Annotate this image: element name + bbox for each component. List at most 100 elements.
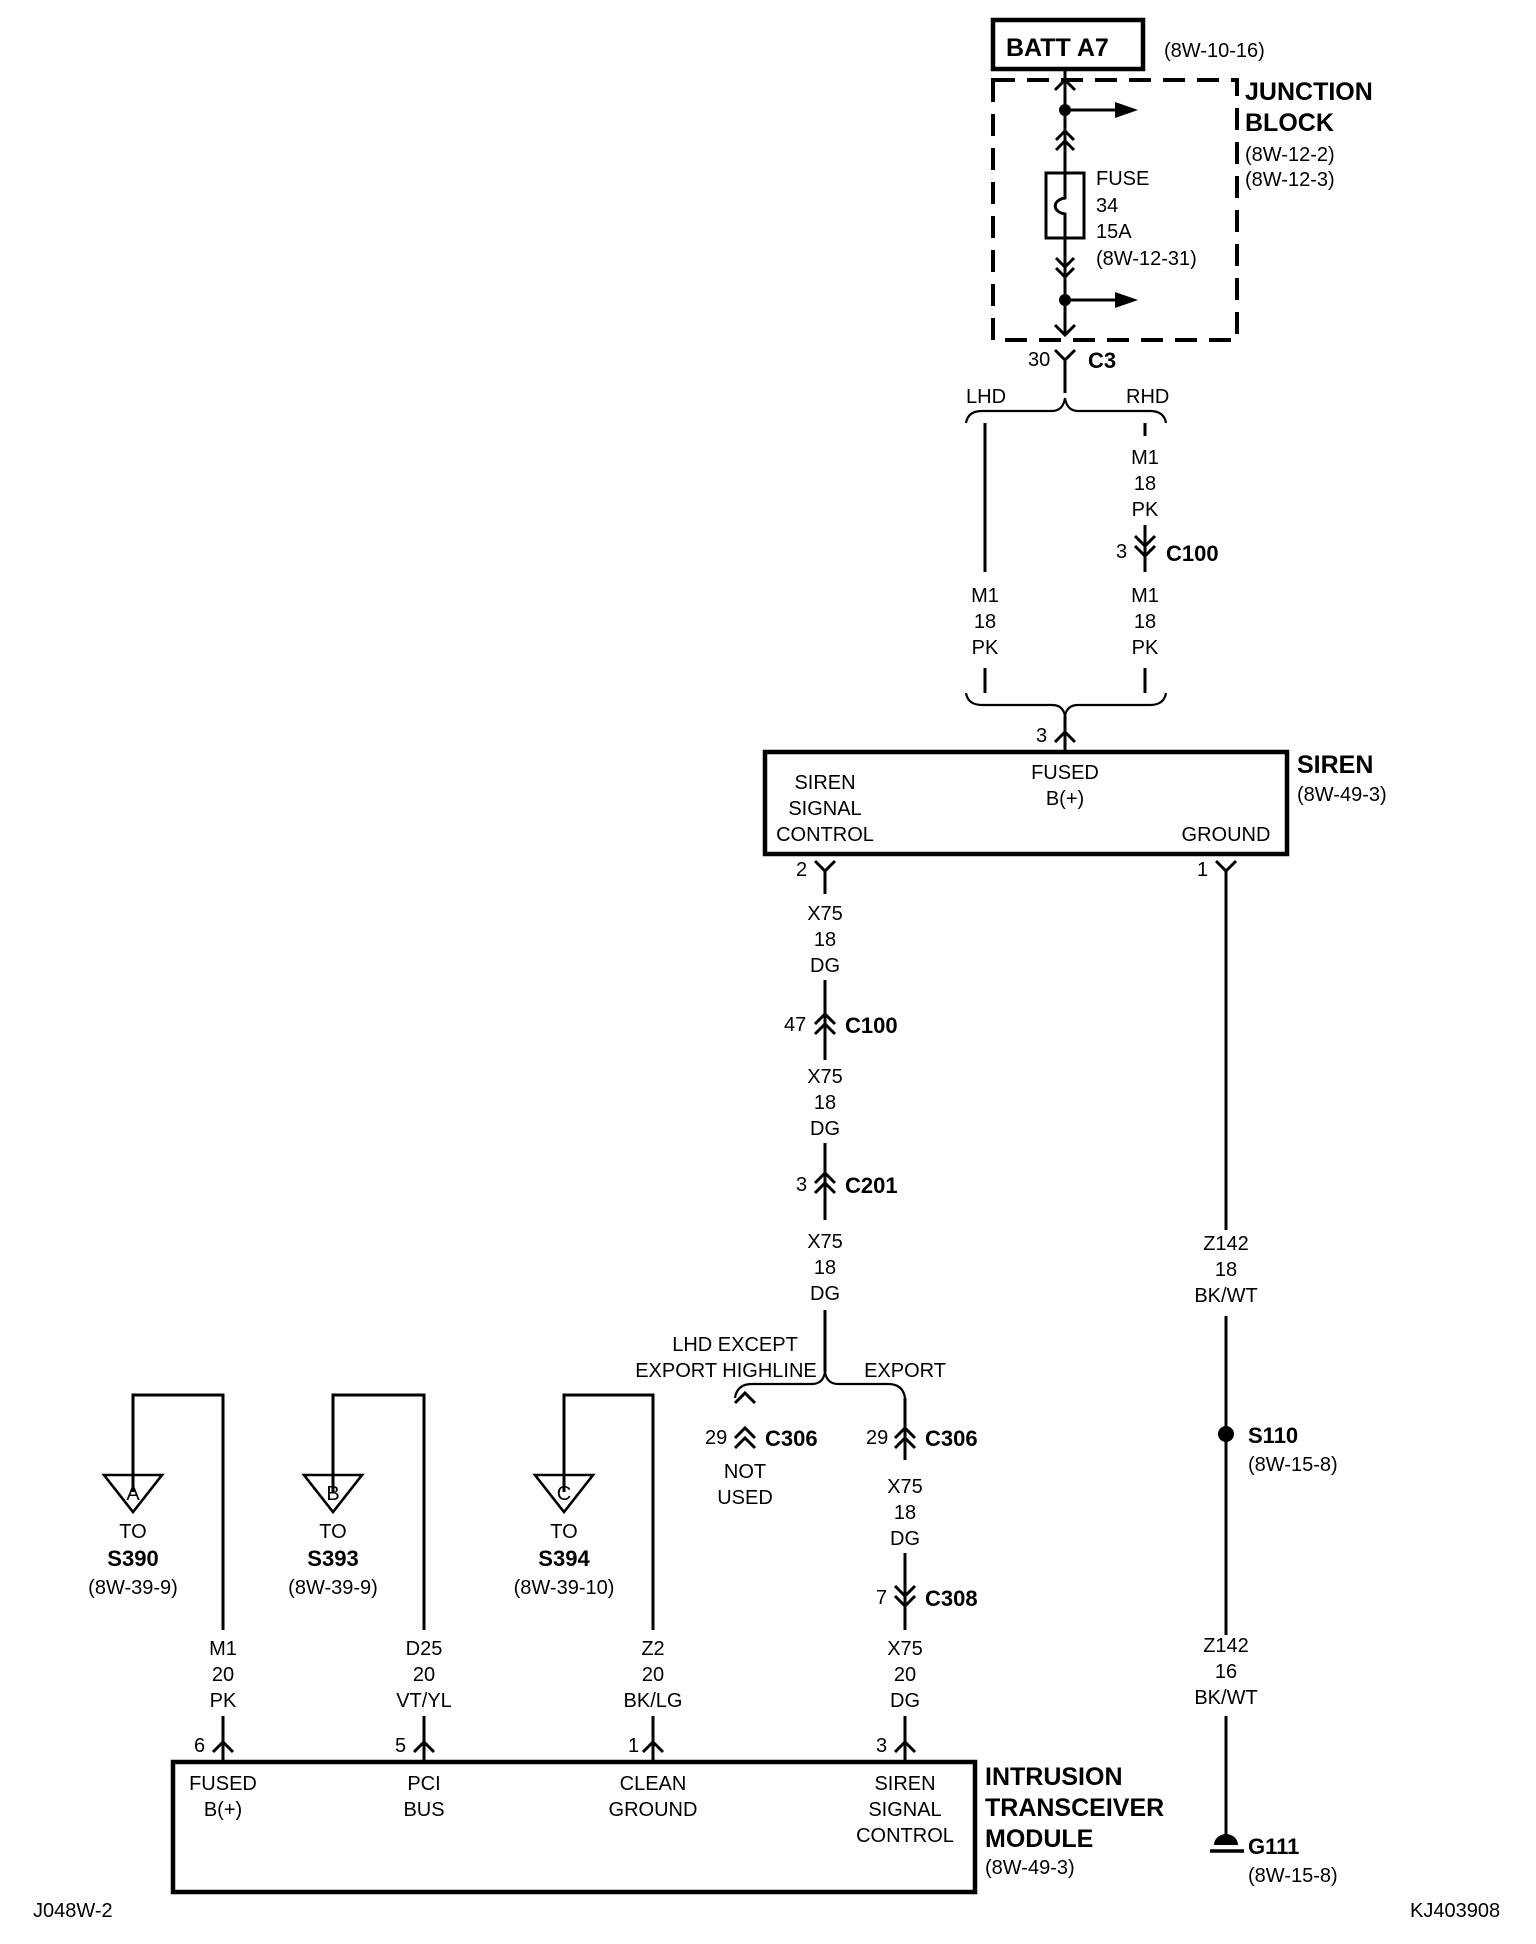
wire-label-circuit: X75	[887, 1638, 923, 1660]
wire-label-color: BK/WT	[1194, 1687, 1257, 1709]
siren-fused-label-2: B(+)	[1046, 788, 1084, 810]
ref-b-letter: B	[326, 1483, 339, 1505]
c308-label: C308	[925, 1586, 978, 1611]
wire-label-circuit: M1	[971, 585, 999, 607]
c100-x75-pin: 47	[784, 1014, 806, 1036]
wire-label-circuit: Z142	[1203, 1233, 1249, 1255]
c306-right-label: C306	[925, 1426, 978, 1451]
wire-label-circuit: X75	[887, 1476, 923, 1498]
junction-block-ref: (8W-12-2)	[1245, 144, 1335, 166]
arrow-right-icon	[1115, 292, 1138, 308]
ground-symbol-icon	[1214, 1834, 1238, 1845]
ref-a-letter: A	[126, 1483, 140, 1505]
itm-siren-label-3: CONTROL	[856, 1825, 954, 1847]
arrow-right-icon	[1115, 102, 1138, 118]
itm-title-2: TRANSCEIVER	[985, 1794, 1164, 1822]
siren-ground-label: GROUND	[1182, 824, 1271, 846]
fuse-label: FUSE	[1096, 168, 1149, 190]
c306-right-pin: 29	[866, 1427, 888, 1449]
wire-label-circuit: X75	[807, 1231, 843, 1253]
intrusion-module-box	[170, 1759, 978, 1895]
itm-pin-ground: 1	[628, 1735, 639, 1757]
ground-g111-label: G111	[1248, 1834, 1299, 1859]
ref-a-name: S390	[107, 1546, 158, 1571]
wire-label-color: BK/LG	[624, 1690, 683, 1712]
wire-label-circuit: Z2	[641, 1638, 664, 1660]
siren-pin-signal: 2	[796, 859, 807, 881]
c201-connector-symbol	[813, 1170, 837, 1185]
ref-b-triangle	[301, 1473, 365, 1515]
siren-signal-label-3: CONTROL	[776, 824, 874, 846]
ref-c-name: S394	[538, 1546, 590, 1571]
footer-left-code: J048W-2	[33, 1900, 113, 1922]
ref-c-triangle	[532, 1473, 596, 1515]
wire-label-circuit: Z142	[1203, 1635, 1249, 1657]
wire-label-circuit: M1	[1131, 585, 1159, 607]
wire-label-color: DG	[890, 1528, 920, 1550]
ref-a-to: TO	[119, 1521, 146, 1543]
ref-a-ref: (8W-39-9)	[88, 1577, 178, 1599]
itm-pin-fused: 6	[194, 1735, 205, 1757]
wire-label-color: BK/WT	[1194, 1285, 1257, 1307]
lhd-rhd-merge-bracket	[964, 692, 1168, 717]
fuse-ref: (8W-12-31)	[1096, 248, 1197, 270]
wire-label-circuit: M1	[209, 1638, 237, 1660]
fuse-number: 34	[1096, 195, 1118, 217]
junction-block-ref-2: (8W-12-3)	[1245, 169, 1335, 191]
c3-pin: 30	[1028, 349, 1050, 371]
siren-pin-ground: 1	[1197, 859, 1208, 881]
wire-label-color: DG	[810, 1118, 840, 1140]
ref-a-triangle	[101, 1473, 165, 1515]
wire-label-color: PK	[972, 637, 999, 659]
c308-connector-symbol	[893, 1584, 917, 1599]
ref-b-to: TO	[319, 1521, 346, 1543]
c100-connector-symbol	[1133, 534, 1157, 549]
siren-box	[762, 749, 1290, 857]
c3-label: C3	[1088, 348, 1116, 373]
ref-b-ref: (8W-39-9)	[288, 1577, 378, 1599]
wire-label-gauge: 20	[642, 1664, 664, 1686]
c306-left-label: C306	[765, 1426, 818, 1451]
itm-fused-label-2: B(+)	[204, 1799, 242, 1821]
c100-connector-symbol	[813, 1011, 837, 1026]
wire-label-color: DG	[810, 955, 840, 977]
siren-ref: (8W-49-3)	[1297, 784, 1387, 806]
itm-ground-label-2: GROUND	[609, 1799, 698, 1821]
c201-pin: 3	[796, 1174, 807, 1196]
itm-title-3: MODULE	[985, 1825, 1093, 1853]
wire-label-color: PK	[1132, 499, 1159, 521]
wire-label-circuit: X75	[807, 1066, 843, 1088]
c308-pin: 7	[876, 1587, 887, 1609]
split-export-highline-label: EXPORT HIGHLINE	[635, 1360, 817, 1382]
siren-pin-fused: 3	[1036, 725, 1047, 747]
wire-label-circuit: X75	[807, 903, 843, 925]
itm-ref: (8W-49-3)	[985, 1857, 1075, 1879]
split-export-label: EXPORT	[864, 1360, 946, 1382]
batt-a7-box	[990, 17, 1146, 72]
wire-label-gauge: 20	[413, 1664, 435, 1686]
itm-title: INTRUSION	[985, 1763, 1123, 1791]
itm-fused-label: FUSED	[189, 1773, 257, 1795]
wire-label-gauge: 20	[894, 1664, 916, 1686]
ref-c-letter: C	[557, 1483, 571, 1505]
wire-label-gauge: 18	[814, 1092, 836, 1114]
wire-label-gauge: 18	[814, 1257, 836, 1279]
ref-c-ref: (8W-39-10)	[514, 1577, 615, 1599]
ref-b-name: S393	[307, 1546, 358, 1571]
itm-ground-label: CLEAN	[620, 1773, 687, 1795]
c306-connector-symbol	[893, 1425, 917, 1440]
wire-label-color: DG	[810, 1283, 840, 1305]
wire-label-circuit: M1	[1131, 447, 1159, 469]
itm-siren-label-2: SIGNAL	[868, 1799, 941, 1821]
junction-block-outline	[991, 78, 1239, 342]
c3-connector-symbol	[1053, 348, 1077, 363]
split-lhd-except-label: LHD EXCEPT	[672, 1334, 798, 1356]
splice-s110-label: S110	[1248, 1423, 1298, 1448]
wire-label-color: PK	[1132, 637, 1159, 659]
wire-label-color: DG	[890, 1690, 920, 1712]
wire-label-gauge: 18	[814, 929, 836, 951]
wire-label-circuit: D25	[406, 1638, 443, 1660]
siren-fused-label: FUSED	[1031, 762, 1099, 784]
c306-left-pin: 29	[705, 1427, 727, 1449]
